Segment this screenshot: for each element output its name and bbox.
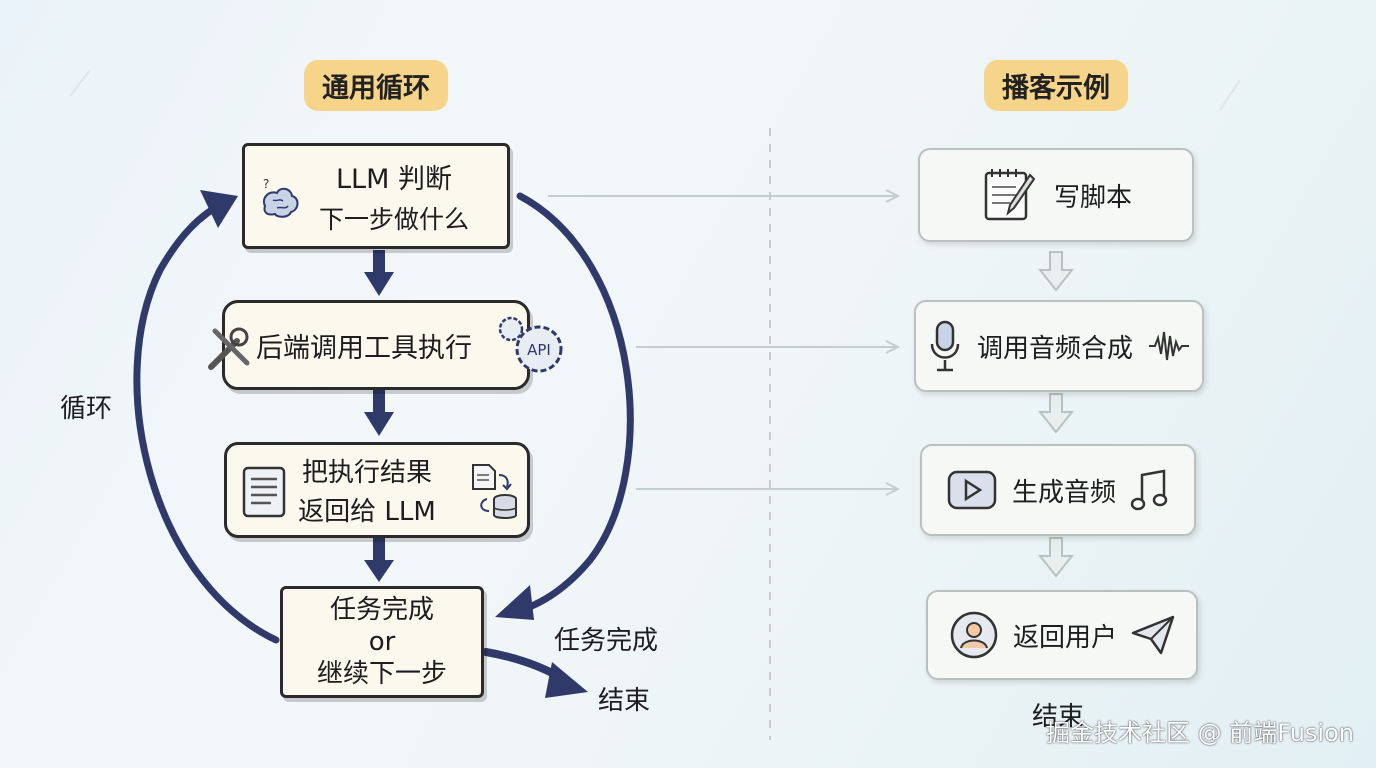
right-down-arrows xyxy=(1037,251,1075,578)
api-label: API xyxy=(527,341,551,359)
brain-icon: ? xyxy=(255,176,305,226)
node-llm-decide: ? LLM 判断 下一步做什么 xyxy=(242,143,510,249)
step2-label: 调用音频合成 xyxy=(976,333,1133,364)
node2-label: 后端调用工具执行 xyxy=(256,332,472,364)
send-plane-icon xyxy=(1131,615,1175,655)
left-down-arrows xyxy=(364,250,394,582)
document-icon xyxy=(241,465,287,519)
task-done-label: 任务完成 xyxy=(554,626,659,656)
play-button-icon xyxy=(946,469,998,511)
tools-icon xyxy=(203,323,255,375)
done-arc-arrow xyxy=(511,192,634,616)
loop-arrow xyxy=(133,198,280,644)
user-avatar-icon xyxy=(949,610,999,660)
node4-line1: 任务完成 xyxy=(329,595,434,625)
node-return-result: 把执行结果 返回给 LLM xyxy=(224,442,530,538)
step4-label: 返回用户 xyxy=(1012,622,1117,653)
node-task-done-or-next: 任务完成 or 继续下一步 xyxy=(280,586,484,698)
notepad-pen-icon xyxy=(980,165,1040,225)
left-title: 通用循环 xyxy=(304,60,448,111)
svg-text:?: ? xyxy=(263,177,269,191)
microphone-icon xyxy=(927,318,963,374)
right-title: 播客示例 xyxy=(984,60,1128,111)
step-write-script: 写脚本 xyxy=(918,148,1194,242)
step-call-tts: 调用音频合成 xyxy=(914,300,1204,392)
node4-line3: 继续下一步 xyxy=(316,659,447,689)
node1-line1: LLM 判断 xyxy=(336,163,452,195)
left-end-label: 结束 xyxy=(598,686,651,716)
file-database-icon xyxy=(469,461,521,523)
right-end-label: 结束 xyxy=(1032,702,1085,732)
node-backend-tool: 后端调用工具执行 API xyxy=(208,300,563,390)
step-return-user: 返回用户 xyxy=(926,590,1198,680)
api-gear-icon: API xyxy=(495,313,567,377)
step1-label: 写脚本 xyxy=(1053,182,1132,213)
node4-line2: or xyxy=(368,627,396,657)
loop-label: 循环 xyxy=(60,394,113,424)
node3-line1: 把执行结果 xyxy=(301,458,432,488)
node1-line2: 下一步做什么 xyxy=(318,204,469,234)
music-note-icon xyxy=(1130,467,1170,513)
watermark: 掘金技术社区 @ 前端Fusion xyxy=(1045,719,1354,747)
sound-wave-icon xyxy=(1147,326,1191,366)
node3-line2: 返回给 LLM xyxy=(298,497,436,527)
step-generate-audio: 生成音频 xyxy=(920,444,1196,536)
step3-label: 生成音频 xyxy=(1011,477,1116,508)
